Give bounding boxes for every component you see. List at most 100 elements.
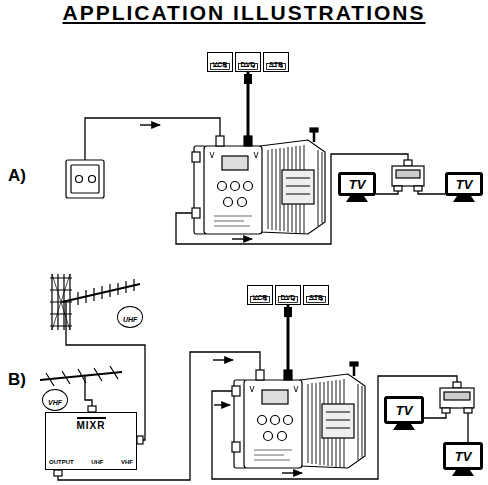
flow-arrow — [213, 359, 233, 360]
tv-set: TV — [445, 172, 483, 196]
device-front — [211, 64, 230, 70]
splitter — [453, 382, 461, 388]
device-slot — [253, 299, 261, 300]
flow-arrow — [213, 360, 302, 473]
tv-label: TV — [456, 177, 473, 192]
av-cable — [284, 307, 292, 317]
band-badge: UHF — [117, 306, 143, 328]
device-label: VCR — [213, 60, 228, 69]
band-badge: VHF — [42, 389, 68, 411]
tv-set: TV — [338, 172, 376, 196]
vhf-antenna — [46, 366, 118, 386]
device-front — [251, 297, 270, 303]
splitter — [414, 186, 422, 191]
device-front — [307, 297, 326, 303]
wall-socket — [66, 160, 104, 198]
mixer-label: OUTPUT — [49, 458, 74, 466]
device-slot — [213, 66, 221, 67]
tv-label: TV — [349, 177, 366, 192]
device-knob — [224, 65, 227, 68]
flow-arrow — [282, 472, 302, 473]
uhf-antenna — [62, 284, 140, 302]
device-knob — [280, 65, 283, 68]
coax-wire — [85, 118, 220, 160]
uhf-antenna — [52, 274, 70, 330]
flow-arrow — [140, 125, 252, 239]
device-box: DVD — [275, 285, 301, 305]
av-cable — [244, 74, 252, 84]
device-box: STB — [263, 52, 289, 72]
coax-wire — [424, 413, 446, 418]
mixer-label: MIXR — [77, 417, 106, 431]
tv-label: TV — [396, 403, 413, 418]
tv-set: TV — [443, 442, 483, 470]
mixer-connector — [54, 470, 62, 476]
label-holder: B) — [8, 370, 26, 390]
coax-wire — [176, 154, 408, 244]
device-label: STB — [269, 60, 283, 69]
device-slot — [309, 299, 317, 300]
device-knob — [320, 298, 323, 301]
tv-label: TV — [455, 449, 472, 464]
device-front — [239, 64, 258, 70]
device-front — [267, 64, 286, 70]
mixer-label: UHF — [91, 458, 103, 466]
splitter — [392, 160, 424, 191]
modulator-unit — [232, 362, 365, 468]
device-box: DVD — [235, 52, 261, 72]
page-title: APPLICATION ILLUSTRATIONS — [62, 1, 425, 25]
uhf-antenna — [50, 274, 140, 330]
splitter — [396, 170, 420, 178]
device-slot — [281, 299, 289, 300]
device-label: STB — [309, 293, 323, 302]
title-bar: APPLICATION ILLUSTRATIONS — [0, 1, 488, 25]
device-box: VCR — [247, 285, 273, 305]
tv-stand — [346, 196, 368, 202]
splitter — [392, 166, 424, 186]
band-label: VHF — [48, 399, 62, 406]
coax-wire — [467, 413, 468, 442]
section-label: A) — [8, 166, 26, 185]
splitter — [440, 382, 474, 413]
device-knob — [264, 298, 267, 301]
wall-socket — [89, 176, 96, 183]
modulator-unit — [192, 128, 325, 234]
wall-socket — [66, 160, 104, 198]
device-box: VCR — [207, 52, 233, 72]
splitter — [404, 160, 412, 166]
device-label: VCR — [253, 293, 268, 302]
flow-arrow — [232, 238, 252, 239]
splitter — [394, 186, 402, 191]
section-label: B) — [8, 370, 26, 389]
device-label: DVD — [241, 60, 256, 69]
splitter — [444, 392, 470, 400]
flow-arrow — [140, 124, 160, 125]
mixer-label: VHF — [121, 458, 133, 466]
band-label: UHF — [123, 316, 137, 323]
coax-wire — [85, 376, 92, 406]
device-box: STB — [303, 285, 329, 305]
device-knob — [292, 298, 295, 301]
mixer-box: MIXR OUTPUT UHF VHF — [45, 412, 137, 470]
tv-stand — [393, 424, 415, 430]
flow-arrow — [214, 404, 230, 405]
splitter — [464, 408, 472, 413]
tv-stand — [452, 470, 474, 476]
av-cable — [244, 72, 252, 136]
tv-stand — [453, 196, 475, 202]
mixer-port-row: OUTPUT UHF VHF — [49, 458, 133, 466]
wall-socket — [71, 165, 99, 193]
device-label: DVD — [281, 293, 296, 302]
uhf-antenna — [78, 279, 134, 305]
coax-wire — [85, 118, 445, 244]
vhf-antenna — [40, 366, 122, 386]
mixer-connector — [137, 436, 143, 444]
tv-set: TV — [384, 396, 424, 424]
splitter — [440, 388, 474, 408]
device-slot — [241, 66, 249, 67]
av-cable — [284, 305, 292, 370]
label-holder: A) — [8, 166, 26, 186]
wall-socket — [76, 176, 83, 183]
splitter — [442, 408, 450, 413]
